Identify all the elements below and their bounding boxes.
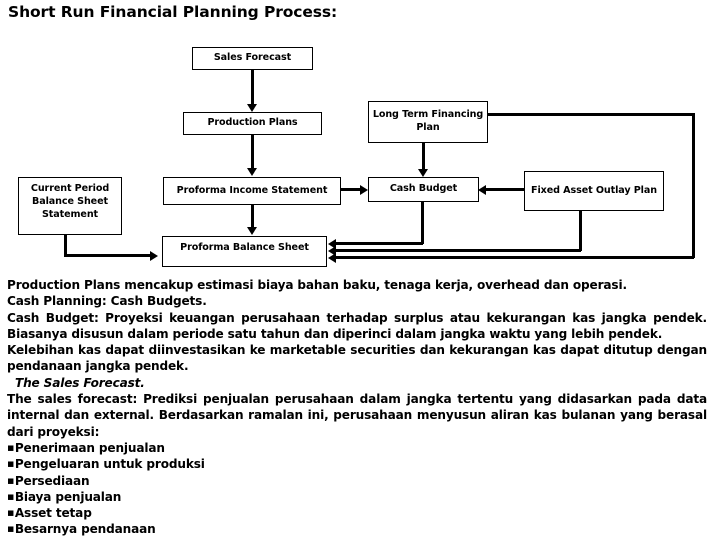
connector-proforma-income-statement-to-proforma-balance-sheet <box>251 204 254 228</box>
connector-long-term-financing-plan-down <box>692 113 695 258</box>
node-production-plans[interactable]: Production Plans <box>183 112 322 135</box>
node-label: Proforma Income Statement <box>176 184 328 196</box>
bullet-item: ▪Persediaan <box>7 473 707 489</box>
connector-fixed-asset-outlay-plan-left <box>336 249 581 252</box>
connector-proforma-income-statement-to-cash-budget <box>340 188 362 191</box>
node-proforma-balance-sheet[interactable]: Proforma Balance Sheet <box>162 236 327 267</box>
connector-production-plans-to-proforma-income-statement <box>251 134 254 169</box>
bullet-item: ▪Penerimaan penjualan <box>7 440 707 456</box>
bullet-item: ▪Biaya penjualan <box>7 489 707 505</box>
bullet-label: Biaya penjualan <box>14 489 122 504</box>
arrowhead-proforma-balance-sheet-right-2 <box>328 245 336 256</box>
bullet-item: ▪Besarnya pendanaan <box>7 521 707 537</box>
node-label: Sales Forecast <box>213 52 292 64</box>
connector-current-period-down <box>64 234 67 256</box>
body-line-1: Production Plans mencakup estimasi biaya… <box>7 278 627 292</box>
bullet-label: Pengeluaran untuk produksi <box>14 457 205 472</box>
connector-fixed-asset-outlay-plan-to-cash-budget <box>486 188 524 191</box>
arrowhead-proforma-balance-sheet-left <box>150 250 158 261</box>
bullet-marker-icon: ▪ <box>7 489 15 503</box>
connector-sales-forecast-to-production-plans <box>251 69 254 105</box>
bullet-marker-icon: ▪ <box>7 506 15 520</box>
arrowhead-cash-budget-right <box>478 184 486 195</box>
node-long-term-financing-plan[interactable]: Long Term Financing Plan <box>368 101 488 143</box>
arrowhead-proforma-balance-sheet-right-1 <box>328 238 336 249</box>
body-text-block: Production Plans mencakup estimasi biaya… <box>7 277 707 538</box>
node-label: Cash Budget <box>389 183 458 195</box>
node-label: Long Term Financing Plan <box>372 109 484 133</box>
bullet-marker-icon: ▪ <box>7 440 15 454</box>
body-line-4: Kelebihan kas dapat diinvestasikan ke ma… <box>7 343 707 374</box>
bullet-label: Persediaan <box>14 473 90 488</box>
arrowhead-proforma-balance-sheet-top <box>247 227 257 235</box>
node-label: Current Period Balance Sheet Statement <box>30 183 110 220</box>
arrowhead-cash-budget-top <box>418 169 428 177</box>
connector-current-period-right <box>64 254 152 257</box>
bullet-label: Asset tetap <box>14 506 92 521</box>
arrowhead-proforma-income-statement-top <box>247 168 257 176</box>
node-cash-budget[interactable]: Cash Budget <box>368 177 479 202</box>
arrowhead-proforma-balance-sheet-right-3 <box>328 252 336 263</box>
bullet-item: ▪Asset tetap <box>7 505 707 521</box>
body-line-3: Cash Budget: Proyeksi keuangan perusahaa… <box>7 310 707 341</box>
flowchart-diagram: Sales Forecast Production Plans Long Ter… <box>18 47 695 267</box>
connector-long-term-financing-plan-right <box>488 113 695 116</box>
connector-fixed-asset-outlay-plan-down <box>579 210 582 251</box>
bullet-marker-icon: ▪ <box>7 457 15 471</box>
page-title: Short Run Financial Planning Process: <box>8 3 338 21</box>
node-current-period-balance-sheet-statement[interactable]: Current Period Balance Sheet Statement <box>18 177 122 235</box>
body-line-6: The sales forecast: Prediksi penjualan p… <box>7 392 707 439</box>
node-proforma-income-statement[interactable]: Proforma Income Statement <box>163 177 341 205</box>
connector-cash-budget-left <box>336 242 423 245</box>
node-label: Production Plans <box>207 117 298 129</box>
connector-long-term-financing-plan-left <box>336 256 694 259</box>
bullet-item: ▪Pengeluaran untuk produksi <box>7 456 707 472</box>
body-line-2: Cash Planning: Cash Budgets. <box>7 294 207 309</box>
connector-cash-budget-down <box>421 201 424 244</box>
body-line-5-italic: The Sales Forecast. <box>15 375 145 390</box>
bullet-marker-icon: ▪ <box>7 522 15 536</box>
bullet-label: Penerimaan penjualan <box>14 440 165 455</box>
node-label: Proforma Balance Sheet <box>180 242 309 253</box>
arrowhead-production-plans-top <box>247 104 257 112</box>
node-sales-forecast[interactable]: Sales Forecast <box>192 47 313 70</box>
arrowhead-cash-budget-left <box>360 184 368 195</box>
node-fixed-asset-outlay-plan[interactable]: Fixed Asset Outlay Plan <box>524 171 664 211</box>
connector-long-term-financing-plan-to-cash-budget <box>422 142 425 170</box>
bullet-label: Besarnya pendanaan <box>14 522 156 537</box>
bullet-marker-icon: ▪ <box>7 473 15 487</box>
node-label: Fixed Asset Outlay Plan <box>531 184 657 196</box>
